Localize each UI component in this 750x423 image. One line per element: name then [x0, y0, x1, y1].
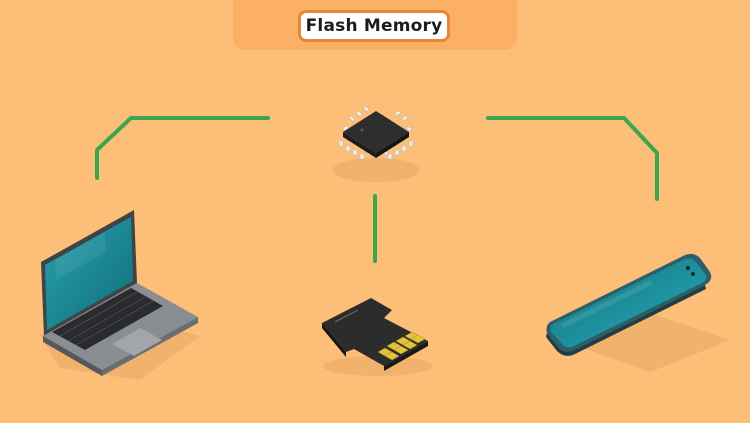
smartphone-icon	[546, 253, 730, 372]
connector-lines	[95, 116, 659, 263]
sd-card-icon	[322, 298, 433, 376]
connector-phone	[486, 116, 659, 201]
memory-chip-icon	[332, 105, 420, 182]
page-title: Flash Memory	[298, 10, 450, 42]
laptop-icon	[40, 210, 200, 380]
connector-laptop	[95, 116, 270, 180]
